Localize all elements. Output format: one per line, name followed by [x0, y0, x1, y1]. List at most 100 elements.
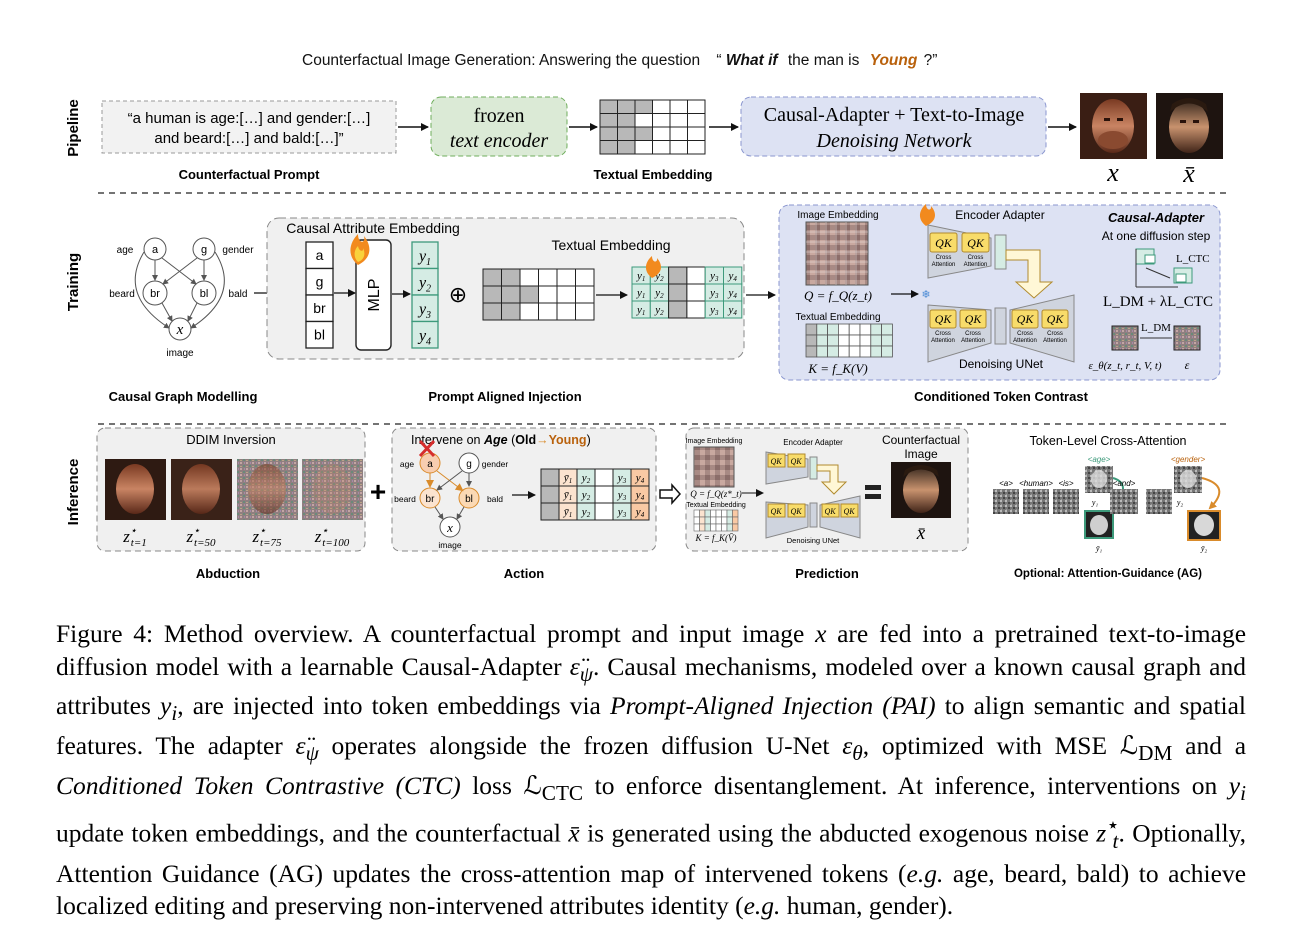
- embedding-cell: [870, 334, 882, 347]
- svg-text:Textual Embedding: Textual Embedding: [686, 502, 746, 509]
- embedding-cell: [721, 523, 728, 532]
- embedding-cell: [805, 334, 818, 347]
- svg-text:Encoder Adapter: Encoder Adapter: [783, 438, 843, 447]
- network-line-2: Denoising Network: [816, 130, 973, 152]
- embedding-cell: [805, 345, 818, 358]
- row-label-training: Training: [65, 253, 82, 311]
- header-quote-close: ?”: [924, 52, 938, 69]
- token-cell: [411, 267, 439, 296]
- embedding-cell: [732, 523, 739, 532]
- svg-text:y₂: y₂: [1176, 498, 1184, 507]
- embedding-cell: [617, 113, 636, 128]
- svg-text:y3: y3: [617, 506, 627, 519]
- graph-node-bl: [191, 280, 217, 306]
- embedding-cell: [859, 334, 872, 347]
- svg-text:Attention: Attention: [964, 262, 988, 268]
- svg-text:x: x: [176, 322, 184, 338]
- embedding-cell: [669, 113, 688, 128]
- injected-token-cell: [723, 300, 743, 319]
- plus-symbol: +: [370, 476, 386, 507]
- svg-text:y3: y3: [617, 489, 627, 502]
- svg-text:Cross: Cross: [935, 331, 951, 337]
- textual-embedding-grid: [482, 268, 595, 321]
- embedding-cell: [715, 523, 722, 532]
- embedding-cell: [652, 99, 671, 114]
- embedding-cell: [482, 302, 502, 321]
- abduction-label: Abduction: [196, 566, 260, 581]
- attribute-cell: [305, 320, 334, 349]
- embedding-cell: [617, 99, 636, 114]
- ddim-face-75: [237, 459, 298, 520]
- embedding-cell: [704, 523, 711, 532]
- embedding-cell: [838, 323, 850, 336]
- embedding-cell: [870, 345, 882, 358]
- caption-ctc: Conditioned Token Contrastive (CTC): [56, 770, 461, 800]
- prediction-panel: [685, 427, 969, 552]
- qk-block: [1041, 309, 1069, 329]
- svg-text:QK: QK: [790, 507, 802, 516]
- graph-node-br: [142, 280, 168, 306]
- counterfactual-face-image: [1156, 93, 1223, 159]
- svg-text:y3: y3: [709, 287, 719, 300]
- svg-text:age: age: [117, 245, 134, 256]
- embedding-cell: [693, 523, 700, 532]
- svg-text:y2: y2: [654, 287, 664, 300]
- svg-text:QK: QK: [824, 507, 836, 516]
- embedding-cell: [816, 323, 828, 336]
- embedding-cell: [556, 285, 576, 304]
- svg-text:x: x: [446, 520, 453, 535]
- action-label: Action: [504, 566, 545, 581]
- header-young: Young: [870, 52, 918, 69]
- embedding-cell: [669, 126, 688, 141]
- svg-text:<human>: <human>: [1019, 479, 1053, 488]
- svg-text:Attention: Attention: [932, 262, 956, 268]
- svg-text:Cross: Cross: [936, 255, 952, 261]
- embedding-cell: [838, 345, 850, 358]
- svg-text:Cross: Cross: [965, 331, 981, 337]
- ag-label: Optional: Attention-Guidance (AG): [1014, 568, 1202, 580]
- target-noise-image: [1173, 325, 1201, 351]
- eps-label: ε: [1185, 358, 1190, 372]
- encoder-line-1: frozen: [473, 105, 524, 127]
- image-embedding-grid: [805, 221, 869, 286]
- embedding-cell: [652, 140, 671, 155]
- graph-label: Causal Graph Modelling: [109, 389, 258, 404]
- attribute-cell: [305, 294, 334, 323]
- svg-text:g: g: [466, 459, 472, 470]
- svg-text:QK: QK: [790, 457, 802, 466]
- header-prefix: Counterfactual Image Generation: Answeri…: [302, 52, 700, 69]
- svg-text:y4: y4: [635, 506, 645, 519]
- ctc-label: Conditioned Token Contrast: [914, 389, 1088, 404]
- embedding-cell: [634, 99, 653, 114]
- svg-text:br: br: [150, 288, 160, 300]
- embedding-cell: [732, 516, 739, 525]
- flame-icon: [919, 204, 936, 226]
- embedding-cell: [501, 302, 521, 321]
- embedding-cell: [482, 268, 502, 287]
- embedding-cell: [575, 302, 595, 321]
- svg-text:age: age: [400, 459, 414, 469]
- embedding-cell: [726, 516, 733, 525]
- embedding-cell: [519, 302, 539, 321]
- total-loss-label: L_DM + λL_CTC: [1103, 294, 1213, 310]
- embedding-cell: [668, 266, 688, 285]
- embedding-cell: [721, 516, 728, 525]
- embedding-cell: [848, 345, 861, 358]
- encoder-line-2: text encoder: [450, 130, 548, 152]
- token-cell: [411, 320, 439, 349]
- embedding-cell: [870, 323, 882, 336]
- predicted-noise-image: [1111, 325, 1139, 351]
- embedding-cell: [594, 485, 614, 504]
- svg-text:beard: beard: [109, 289, 135, 300]
- svg-text:Image Embedding: Image Embedding: [686, 438, 743, 445]
- embedding-cell: [540, 468, 560, 487]
- svg-text:y₁: y₁: [1091, 498, 1099, 507]
- embedding-cell: [556, 302, 576, 321]
- prompt-label: Counterfactual Prompt: [179, 167, 321, 182]
- attention-map-is: [1053, 489, 1079, 514]
- cae-title: Causal Attribute Embedding: [286, 220, 460, 236]
- embedding-cell: [710, 516, 717, 525]
- svg-text:QK: QK: [843, 507, 855, 516]
- caption-pai: Prompt-Aligned Injection (PAI): [610, 691, 936, 721]
